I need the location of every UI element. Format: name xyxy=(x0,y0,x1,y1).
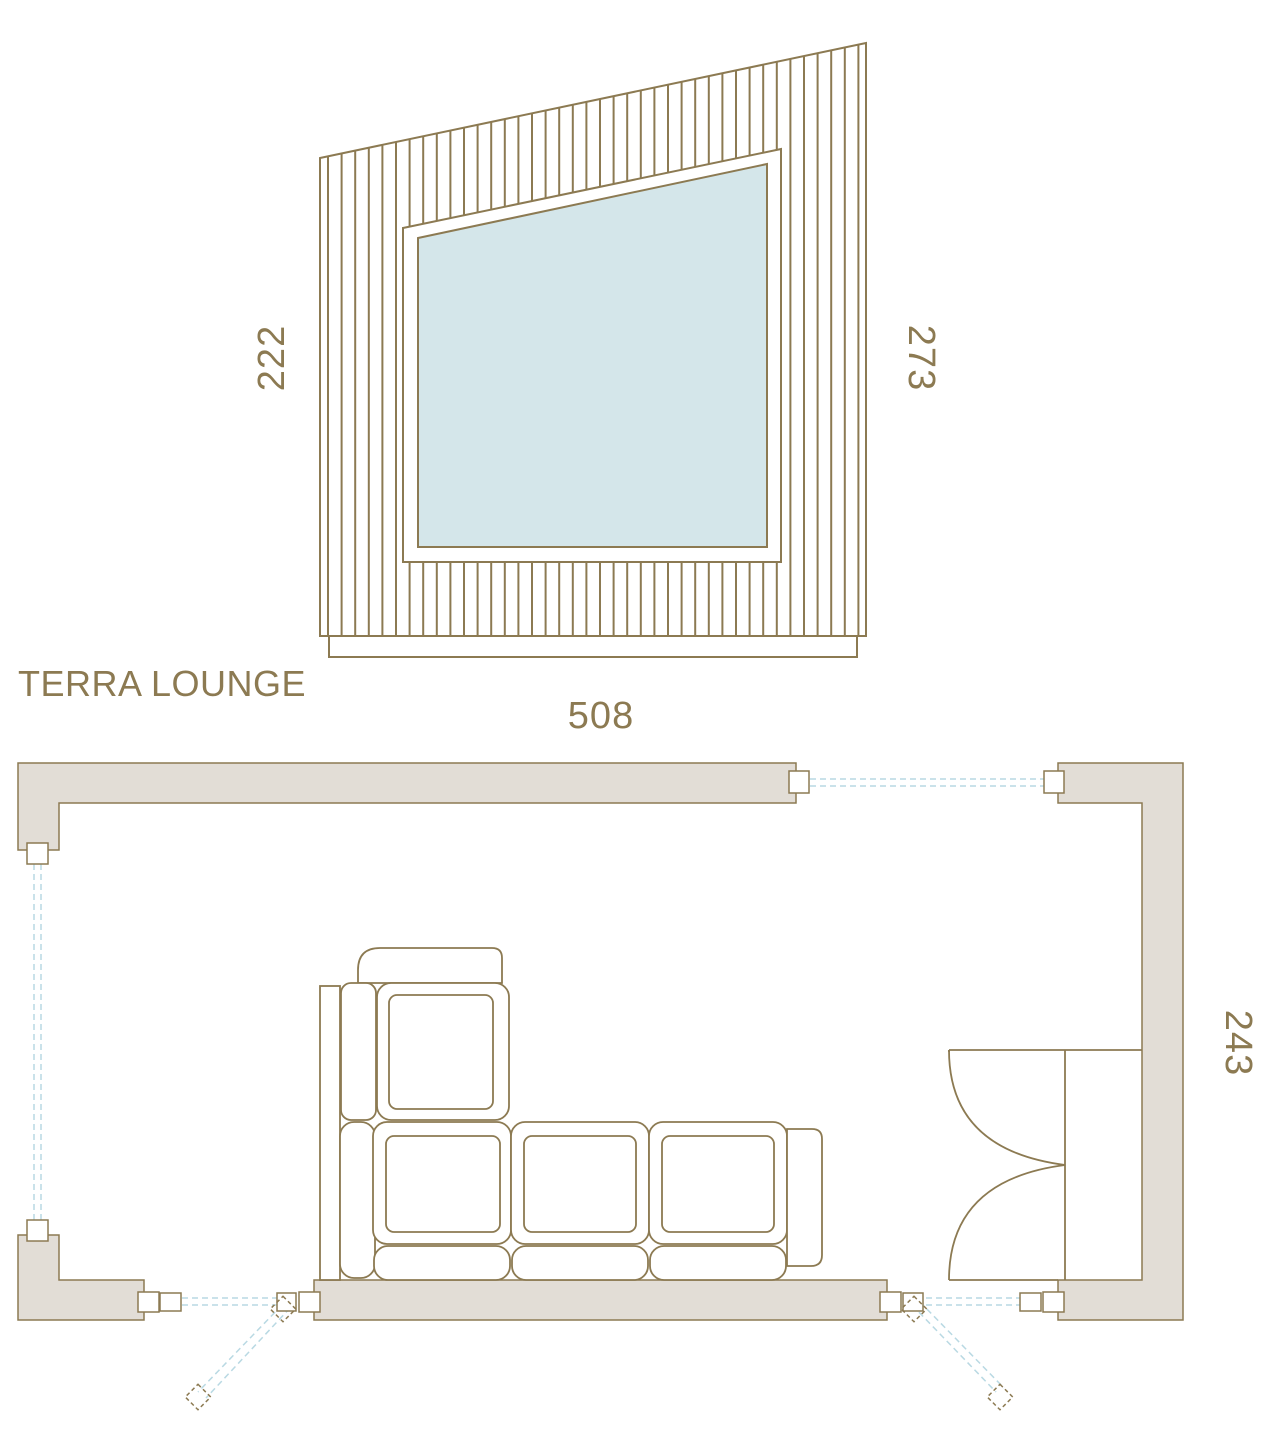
post xyxy=(788,770,810,794)
post xyxy=(1019,1292,1042,1312)
wall-bottom-left xyxy=(17,1234,145,1321)
post xyxy=(1043,770,1065,794)
cabinet-doors xyxy=(948,1049,1142,1281)
dimension-width: 508 xyxy=(567,695,635,737)
corner-sofa xyxy=(319,947,823,1281)
post xyxy=(879,1291,902,1313)
window-glass xyxy=(417,162,768,548)
post xyxy=(902,1292,924,1312)
door-handle-open xyxy=(184,1383,212,1411)
dimension-left-height: 222 xyxy=(251,324,293,392)
front-elevation xyxy=(319,41,867,658)
post xyxy=(298,1291,321,1313)
door-handle-open xyxy=(269,1295,297,1323)
dimension-depth: 243 xyxy=(1217,1009,1259,1077)
post xyxy=(26,842,49,865)
post xyxy=(159,1292,182,1312)
door-handle-open xyxy=(986,1383,1014,1411)
door-handle-open xyxy=(900,1295,928,1323)
post xyxy=(137,1291,160,1313)
wall-bottom-middle xyxy=(313,1279,888,1321)
post xyxy=(26,1219,49,1242)
door-leaf-right xyxy=(911,1304,997,1393)
door-leaf-left xyxy=(197,1304,283,1393)
dimension-right-height: 273 xyxy=(900,324,942,392)
post xyxy=(1042,1291,1065,1313)
door-leaf-right xyxy=(919,1301,1005,1389)
wall-top-left xyxy=(17,762,797,851)
product-title: TERRA LOUNGE xyxy=(18,663,307,704)
wall-right xyxy=(1057,762,1184,1321)
post xyxy=(276,1292,297,1312)
door-leaf-left xyxy=(205,1307,291,1399)
